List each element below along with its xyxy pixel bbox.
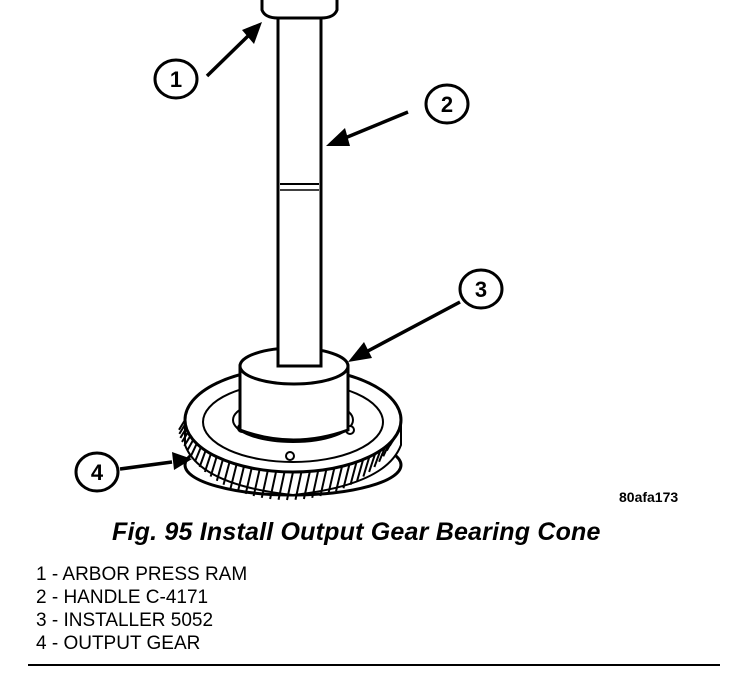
gear-tooth [368,453,377,473]
gear-tooth [373,450,382,468]
gear-tooth [294,471,303,500]
gear-tooth [222,461,231,485]
callout-4: 4 [74,451,120,493]
svg-text:2: 2 [441,92,453,117]
gear-tooth [335,466,344,492]
gear-tooth [302,471,311,500]
gear-tooth [252,469,261,497]
gear-tooth [181,431,189,443]
gear-tooth [311,470,320,499]
arbor-press-ram [260,0,339,20]
leader-arrow-3 [348,300,461,362]
gear-tooth [286,471,294,501]
leader-arrow-1 [205,22,262,78]
gear-tooth [356,459,365,482]
figure-caption: Fig. 95 Install Output Gear Bearing Cone [112,518,601,546]
image-code: 80afa173 [619,489,678,505]
svg-text:1: 1 [170,67,182,92]
gear-tooth [349,461,358,485]
gear-tooth [183,435,192,447]
legend-item: 3 - INSTALLER 5052 [36,610,214,631]
leader-arrow-2 [326,110,409,146]
gear-tooth [186,439,195,452]
gear-tooth [189,443,198,457]
callout-3: 3 [458,268,504,310]
legend: 1 - ARBOR PRESS RAM 2 - HANDLE C-4171 3 … [36,563,247,655]
legend-item: 2 - HANDLE C-4171 [36,587,209,608]
gear-tooth [342,464,351,489]
gear-tooth [229,464,238,489]
legend-item: 4 - OUTPUT GEAR [36,633,201,654]
svg-text:3: 3 [475,277,487,302]
leader-arrow-4 [119,452,192,471]
handle [276,8,323,368]
svg-text:4: 4 [91,460,104,485]
gear-tooth [236,466,245,492]
gear-tooth [209,456,218,477]
gear-tooth [327,467,336,495]
gear-tooth [260,470,269,499]
gear-tooth [193,446,202,463]
legend-item: 1 - ARBOR PRESS RAM [36,564,248,585]
divider [28,664,720,666]
callout-1: 1 [153,58,199,100]
callout-2: 2 [424,83,470,125]
gear-tooth [203,453,212,473]
gear-tooth [362,456,371,477]
gear-tooth [244,467,253,495]
gear-tooth [198,450,207,468]
illustration: 1 2 3 4 80afa173 [74,0,678,505]
gear-tooth [269,471,278,500]
gear-tooth [319,469,328,497]
gear-tooth [277,471,286,500]
gear-tooth [215,459,224,482]
